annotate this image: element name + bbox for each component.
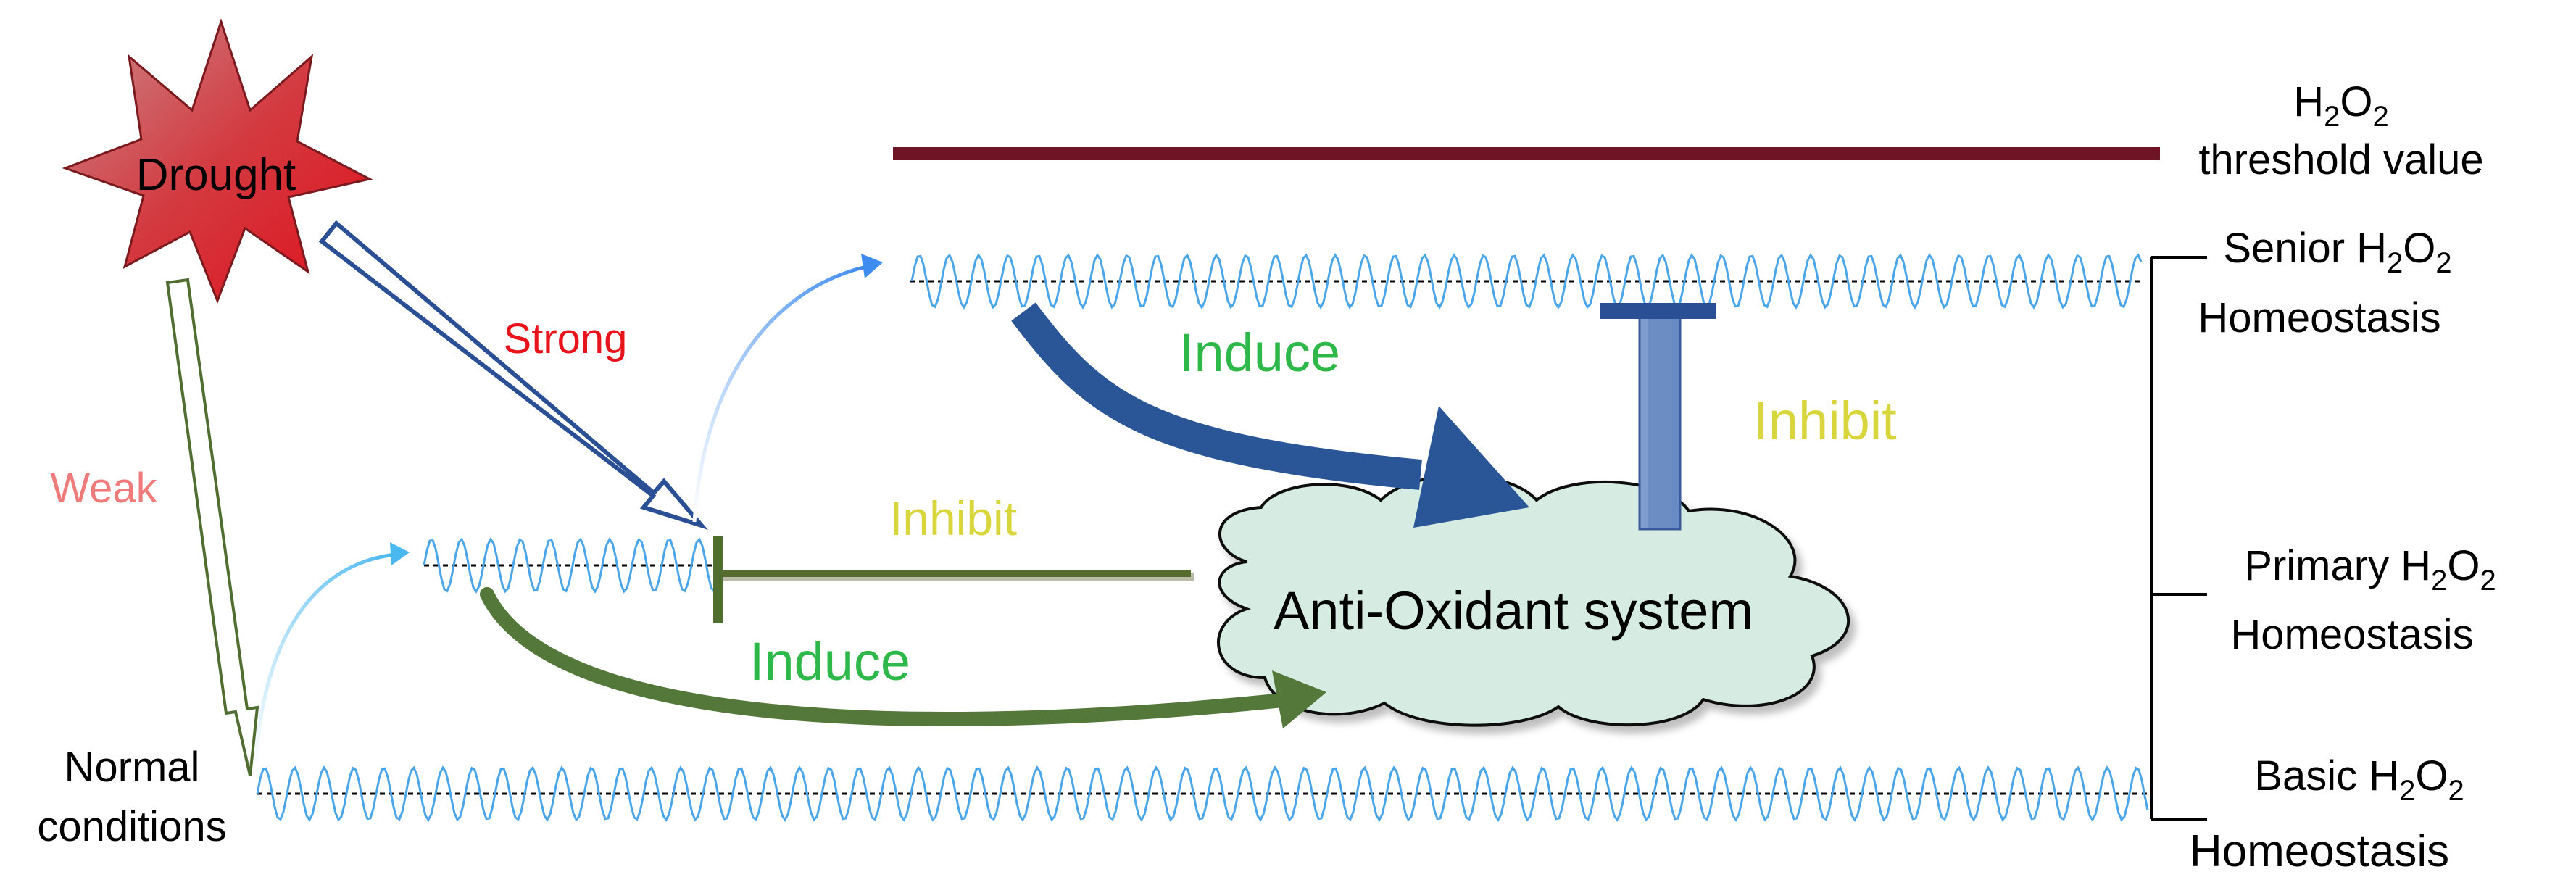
inhibit-middle-label: Inhibit xyxy=(889,491,1017,545)
green-induce-arrow xyxy=(480,587,1297,726)
strong-arrow xyxy=(318,220,709,530)
normal-conditions-label-line2: conditions xyxy=(37,803,226,850)
primary-to-senior-arrowhead xyxy=(861,254,883,278)
normal-conditions-label-line1: Normal xyxy=(65,744,200,791)
normal-to-primary-curve xyxy=(253,552,396,773)
weak-label: Weak xyxy=(50,465,157,512)
senior-inhibit-t-crossbar-visible xyxy=(1600,303,1716,319)
strong-label: Strong xyxy=(504,315,628,362)
induce-bottom-label: Induce xyxy=(749,631,910,691)
homeostasis-bracket xyxy=(2150,256,2207,821)
senior-inhibit-bar xyxy=(1638,303,1682,531)
green-induce-arrowhead xyxy=(1272,670,1326,728)
weak-arrow xyxy=(165,278,259,776)
senior-homeostasis-label: Homeostasis xyxy=(2198,294,2440,341)
primary-inhibit-bar xyxy=(713,536,1194,623)
drought-label: Drought xyxy=(136,150,296,200)
primary-level-wave xyxy=(423,537,715,594)
primary-to-senior-curve xyxy=(692,265,867,523)
antioxidant-cloud xyxy=(1217,474,1850,727)
primary-homeostasis-label: Homeostasis xyxy=(2230,611,2473,658)
senior-level-wave xyxy=(910,253,2143,310)
induce-top-label: Induce xyxy=(1179,323,1340,383)
threshold-h2o2-label: H2O2 xyxy=(2293,78,2389,133)
threshold-value-label: threshold value xyxy=(2198,136,2483,183)
basic-level-wave xyxy=(256,765,2149,822)
antioxidant-label: Anti-Oxidant system xyxy=(1274,581,1753,641)
normal-to-primary-arrowhead xyxy=(390,542,410,565)
primary-h2o2-label: Primary H2O2 xyxy=(2244,542,2496,597)
basic-homeostasis-label: Homeostasis xyxy=(2190,826,2449,876)
inhibit-right-label: Inhibit xyxy=(1753,391,1897,451)
basic-h2o2-label: Basic H2O2 xyxy=(2254,752,2464,807)
drought-star-icon xyxy=(62,18,373,304)
senior-h2o2-label: Senior H2O2 xyxy=(2223,225,2451,279)
blue-induce-arrow xyxy=(1011,302,1422,490)
blue-induce-arrowhead xyxy=(1413,406,1529,528)
